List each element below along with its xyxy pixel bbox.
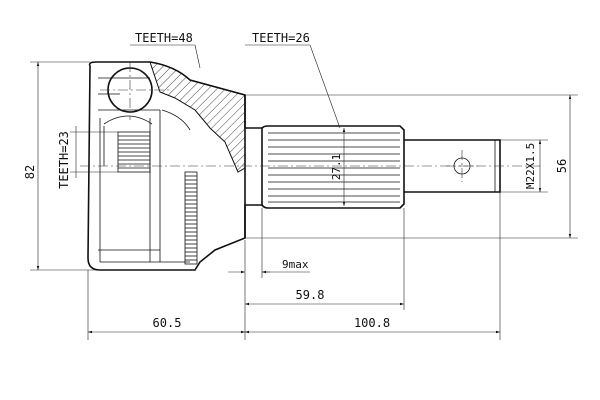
outer-housing — [87, 61, 246, 271]
dim-max-gap: 9max — [228, 208, 310, 278]
dim-overall-height: 82 — [23, 61, 100, 271]
dim-56-label: 56 — [555, 159, 569, 173]
teeth-inner-callout: TEETH=23 — [57, 126, 118, 189]
housing-neck — [244, 95, 262, 238]
dim-stub-length: 100.8 — [245, 192, 501, 340]
teeth-26-label: TEETH=26 — [252, 31, 310, 45]
dim-82-label: 82 — [23, 165, 37, 179]
dim-shoulder-height: 56 — [245, 94, 578, 239]
dim-59-8-label: 59.8 — [296, 288, 325, 302]
ball-element — [100, 62, 170, 120]
teeth-23-label: TEETH=23 — [57, 131, 71, 189]
thread-label: M22X1.5 — [524, 143, 537, 189]
dim-spline-length: 59.8 — [245, 208, 405, 310]
dim-spline-diameter: 27.1 — [330, 127, 346, 206]
abs-tone-ring — [184, 171, 198, 265]
teeth-48-label: TEETH=48 — [135, 31, 193, 45]
teeth-shaft-callout: TEETH=26 — [245, 31, 341, 129]
teeth-housing-callout: TEETH=48 — [130, 31, 201, 69]
dim-9max-label: 9max — [282, 258, 309, 271]
dim-thread: M22X1.5 — [500, 139, 548, 193]
splined-shaft — [261, 125, 405, 209]
housing-hatch-section — [149, 61, 246, 173]
dim-60-5-label: 60.5 — [153, 316, 182, 330]
dim-100-8-label: 100.8 — [354, 316, 390, 330]
dim-27-1-label: 27.1 — [330, 154, 343, 181]
inner-spline-cage — [117, 131, 151, 173]
dim-housing-length: 60.5 — [87, 270, 246, 340]
